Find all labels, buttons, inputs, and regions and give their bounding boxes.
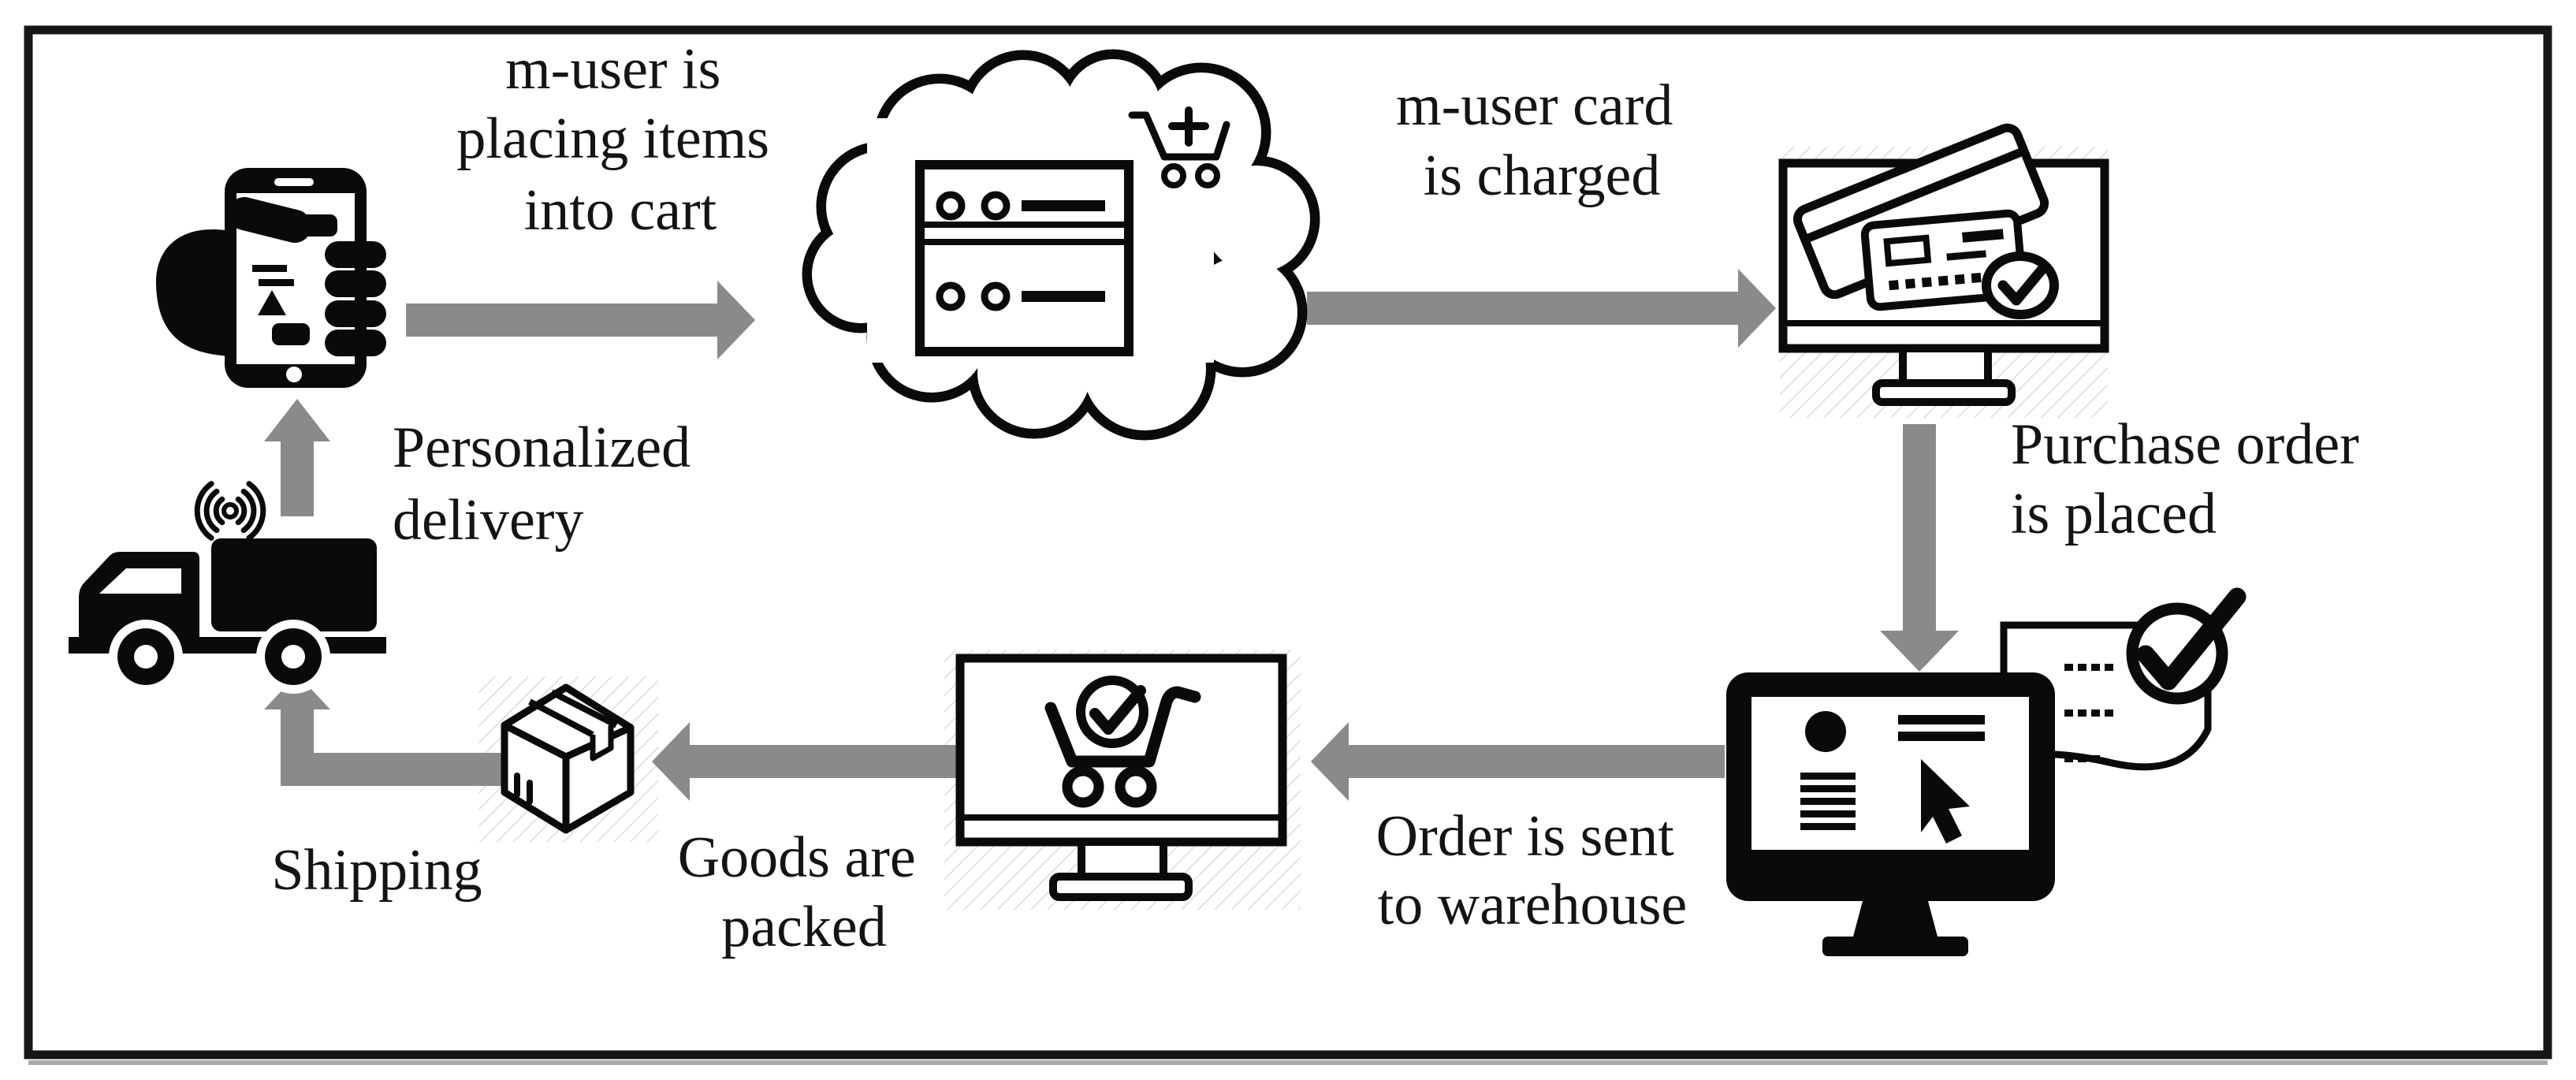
arrow-payment-to-order: [1880, 424, 1959, 672]
delivery-truck-wifi-icon: [69, 481, 386, 694]
document-dashes: [2064, 664, 2113, 762]
purchase-order-monitor-icon: [1726, 672, 2055, 956]
warehouse-cart-monitor-icon: [955, 654, 1287, 901]
card-payment-monitor-icon: [1778, 123, 2109, 406]
label-personalized-delivery: Personalized delivery: [393, 415, 705, 553]
label-purchase-order: Purchase order is placed: [2011, 412, 2373, 546]
package-box-icon: [501, 683, 635, 834]
label-card-charged: m-user card is charged: [1396, 73, 1688, 208]
arrow-truck-to-phone: [264, 399, 330, 516]
arrow-package-to-truck: [264, 674, 520, 786]
server-rack-icon: [915, 160, 1134, 356]
hand-holding-smartphone-icon: [155, 168, 386, 388]
cloud-server-add-to-cart-icon: [802, 49, 1320, 441]
label-placing-items: m-user is placing items into cart: [456, 37, 784, 243]
label-goods-packed: Goods are packed: [678, 825, 931, 959]
fingers: [325, 241, 386, 356]
cursor-icon: [1921, 759, 1970, 844]
arrow-order-to-warehouse: [1311, 722, 1725, 801]
arrow-warehouse-to-package: [652, 722, 959, 801]
arrow-phone-to-cloud: [406, 281, 755, 359]
arrow-cloud-to-payment: [1307, 269, 1776, 348]
thumb: [227, 197, 312, 243]
label-shipping: Shipping: [271, 838, 482, 903]
cart-check-icon: [1044, 676, 1201, 808]
wifi-signal-icon: [194, 481, 266, 541]
add-to-cart-icon: [1128, 106, 1230, 188]
label-order-warehouse: Order is sent to warehouse: [1376, 804, 1689, 937]
flow-arrows: [264, 269, 1959, 801]
credit-cards-icon: [1792, 123, 2059, 319]
